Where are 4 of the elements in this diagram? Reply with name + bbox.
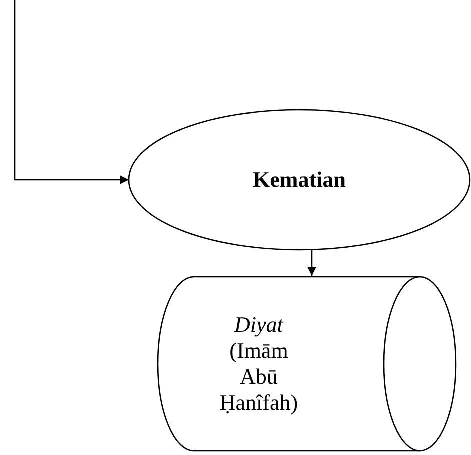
node-label: Diyat (Imām Abū Ḥanîfah) (218, 312, 300, 416)
node-label: Kematian (252, 167, 347, 193)
arrow (308, 250, 316, 276)
arrow (14, 0, 129, 184)
